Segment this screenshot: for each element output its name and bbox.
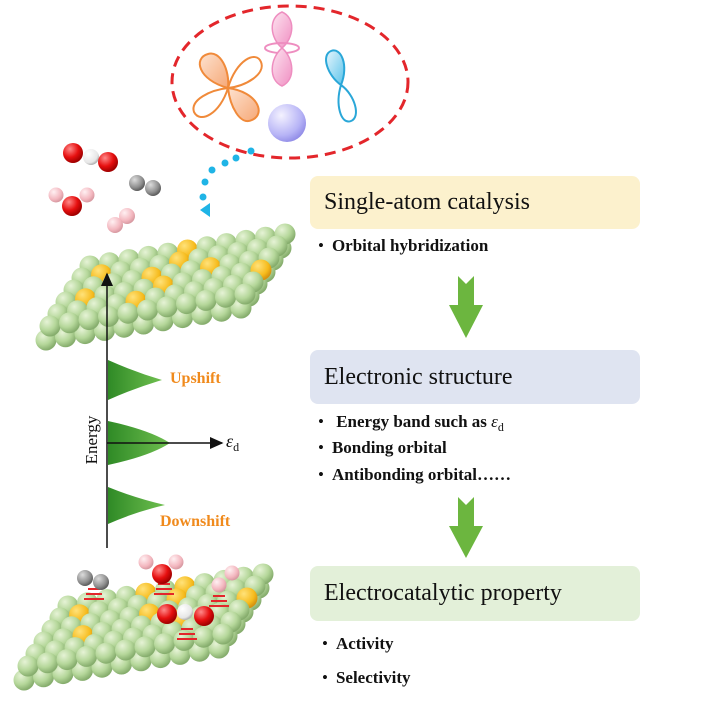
support-atom xyxy=(137,299,158,321)
flow-arrow-2 xyxy=(449,497,483,558)
s-orbital-icon xyxy=(268,104,306,142)
step3-title: Electrocatalytic property xyxy=(324,580,562,606)
support-atom xyxy=(78,309,100,331)
step1-title: Single-atom catalysis xyxy=(324,189,530,215)
support-atom xyxy=(154,633,175,655)
support-atom xyxy=(134,636,156,658)
support-atom xyxy=(76,645,97,667)
flow-arrow-1 xyxy=(449,276,483,338)
support-atom xyxy=(37,652,58,674)
orbital-bubble xyxy=(170,4,410,160)
support-atom xyxy=(212,623,234,645)
ed-label: εd xyxy=(226,431,240,454)
molecules-top xyxy=(48,143,161,233)
flow-arrows xyxy=(449,276,483,558)
dz2-orbital-icon xyxy=(264,11,300,87)
support-atom xyxy=(56,649,78,671)
support-atom xyxy=(95,642,117,664)
band-upshift xyxy=(108,360,162,400)
bullet-activity: Activity xyxy=(322,634,394,654)
d-orbital-icon xyxy=(192,52,263,123)
step-electrocatalytic-property: Electrocatalytic property xyxy=(310,566,640,621)
band-downshift xyxy=(108,487,165,524)
catalyst-slab-bottom xyxy=(13,563,274,691)
dashed-ellipse xyxy=(170,4,410,160)
support-atom xyxy=(117,302,139,324)
energy-axis-label: Energy xyxy=(82,415,101,465)
bullet-bonding-orbital: Bonding orbital xyxy=(318,438,447,458)
support-atom xyxy=(173,629,195,651)
support-atom xyxy=(115,639,136,661)
bullet-energy-band: Energy band such as εd xyxy=(318,412,504,434)
step2-title: Electronic structure xyxy=(324,363,513,390)
support-atom xyxy=(156,296,178,318)
support-atom xyxy=(98,305,119,327)
support-atom xyxy=(39,315,61,337)
bullet-orbital-hybridization: Orbital hybridization xyxy=(318,236,488,256)
support-atom xyxy=(17,655,39,677)
upshift-label: Upshift xyxy=(170,370,221,387)
support-atom xyxy=(193,626,214,648)
adsorbates xyxy=(77,554,240,640)
molecule-oho xyxy=(63,143,118,172)
support-atom xyxy=(215,286,236,308)
molecule-water xyxy=(48,187,95,216)
catalyst-slab-top xyxy=(35,223,296,351)
molecule-carbon-dimer xyxy=(129,175,161,196)
support-atom xyxy=(195,289,217,311)
support-atom xyxy=(176,293,197,315)
energy-diagram xyxy=(101,272,224,548)
arrow-head-icon xyxy=(200,203,210,217)
bullet-selectivity: Selectivity xyxy=(322,668,411,688)
molecule-h2 xyxy=(107,208,135,233)
step-single-atom-catalysis: Single-atom catalysis xyxy=(310,176,640,229)
bullet-antibonding-orbital: Antibonding orbital…… xyxy=(318,465,511,485)
p-orbital-icon xyxy=(325,49,357,123)
dotted-arrow xyxy=(199,147,255,217)
step-electronic-structure: Electronic structure xyxy=(310,350,640,404)
downshift-label: Downshift xyxy=(160,513,231,530)
support-atom xyxy=(234,283,256,305)
support-atom xyxy=(59,312,80,334)
